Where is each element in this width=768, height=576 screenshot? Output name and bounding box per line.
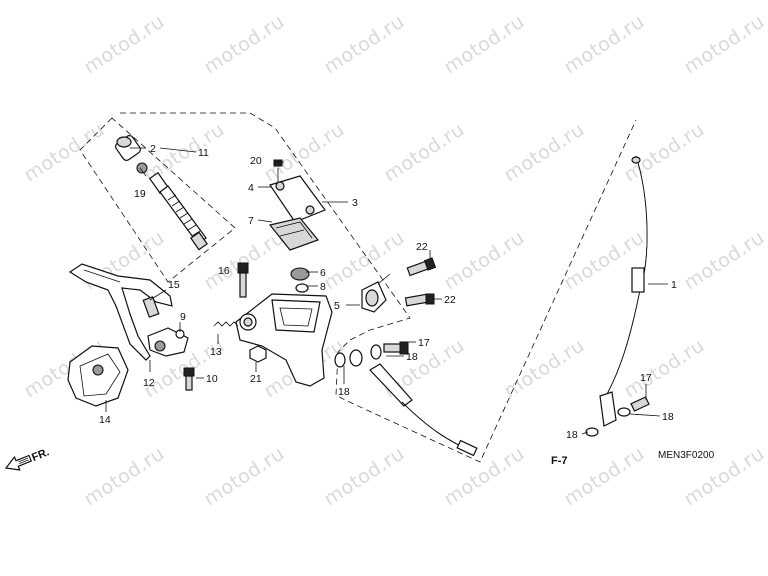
callout-19: 19 [134,188,146,200]
lever-cover [67,345,129,407]
piston-assembly [115,135,208,251]
washer-18c [585,427,599,437]
callout-6: 6 [320,267,326,279]
float [290,267,310,281]
callouts: 1 2 3 4 5 6 7 8 9 10 11 12 13 14 15 16 1… [99,143,677,441]
callout-4: 4 [248,182,254,194]
callout-17a: 17 [418,337,430,349]
washer-18a [334,352,346,368]
adjuster-15 [142,296,160,318]
master-cylinder-body [235,293,333,387]
front-arrow: FR. [4,446,51,471]
callout-18a: 18 [406,351,418,363]
callout-1: 1 [671,279,677,291]
washer-18b [370,344,382,360]
bolt-16 [237,262,249,298]
callout-10: 10 [206,373,218,385]
front-arrow-label: FR. [30,446,51,464]
callout-9: 9 [180,311,186,323]
arrow-icon [4,454,33,471]
callout-11: 11 [198,147,209,159]
callout-18c: 18 [662,411,674,423]
bolt-22-lower [404,293,435,307]
hose-joint [361,273,391,313]
callout-17b: 17 [640,372,652,384]
reservoir-cap [269,159,326,223]
callout-16: 16 [218,265,230,277]
callout-18b: 18 [338,386,350,398]
callout-22a: 22 [416,241,428,253]
callout-7: 7 [248,215,254,227]
callout-12: 12 [143,377,155,389]
leader-lines [105,147,668,435]
diagram-code: MEN3F0200 [658,450,715,461]
callout-15: 15 [168,279,180,291]
reference-label: F-7 [551,455,568,467]
bolt-10 [183,367,195,391]
brake-hose [369,155,648,457]
bolt-22-upper [406,257,437,277]
diaphragm [268,217,320,251]
callout-3: 3 [352,197,358,209]
brake-lever [68,263,173,361]
seal-ring [295,283,309,293]
callout-20: 20 [250,155,262,167]
callout-5: 5 [334,300,340,312]
callout-8: 8 [320,281,326,293]
callout-14: 14 [99,414,111,426]
nut-21 [249,345,267,363]
callout-2: 2 [150,143,156,155]
callout-13: 13 [210,346,222,358]
washer-18d [617,407,631,417]
callout-21: 21 [250,373,262,385]
callout-18d: 18 [566,429,578,441]
bolt-17b [630,396,650,412]
spring-13 [213,321,239,327]
subassembly-boundary-11 [79,117,236,283]
callout-22b: 22 [444,294,456,306]
